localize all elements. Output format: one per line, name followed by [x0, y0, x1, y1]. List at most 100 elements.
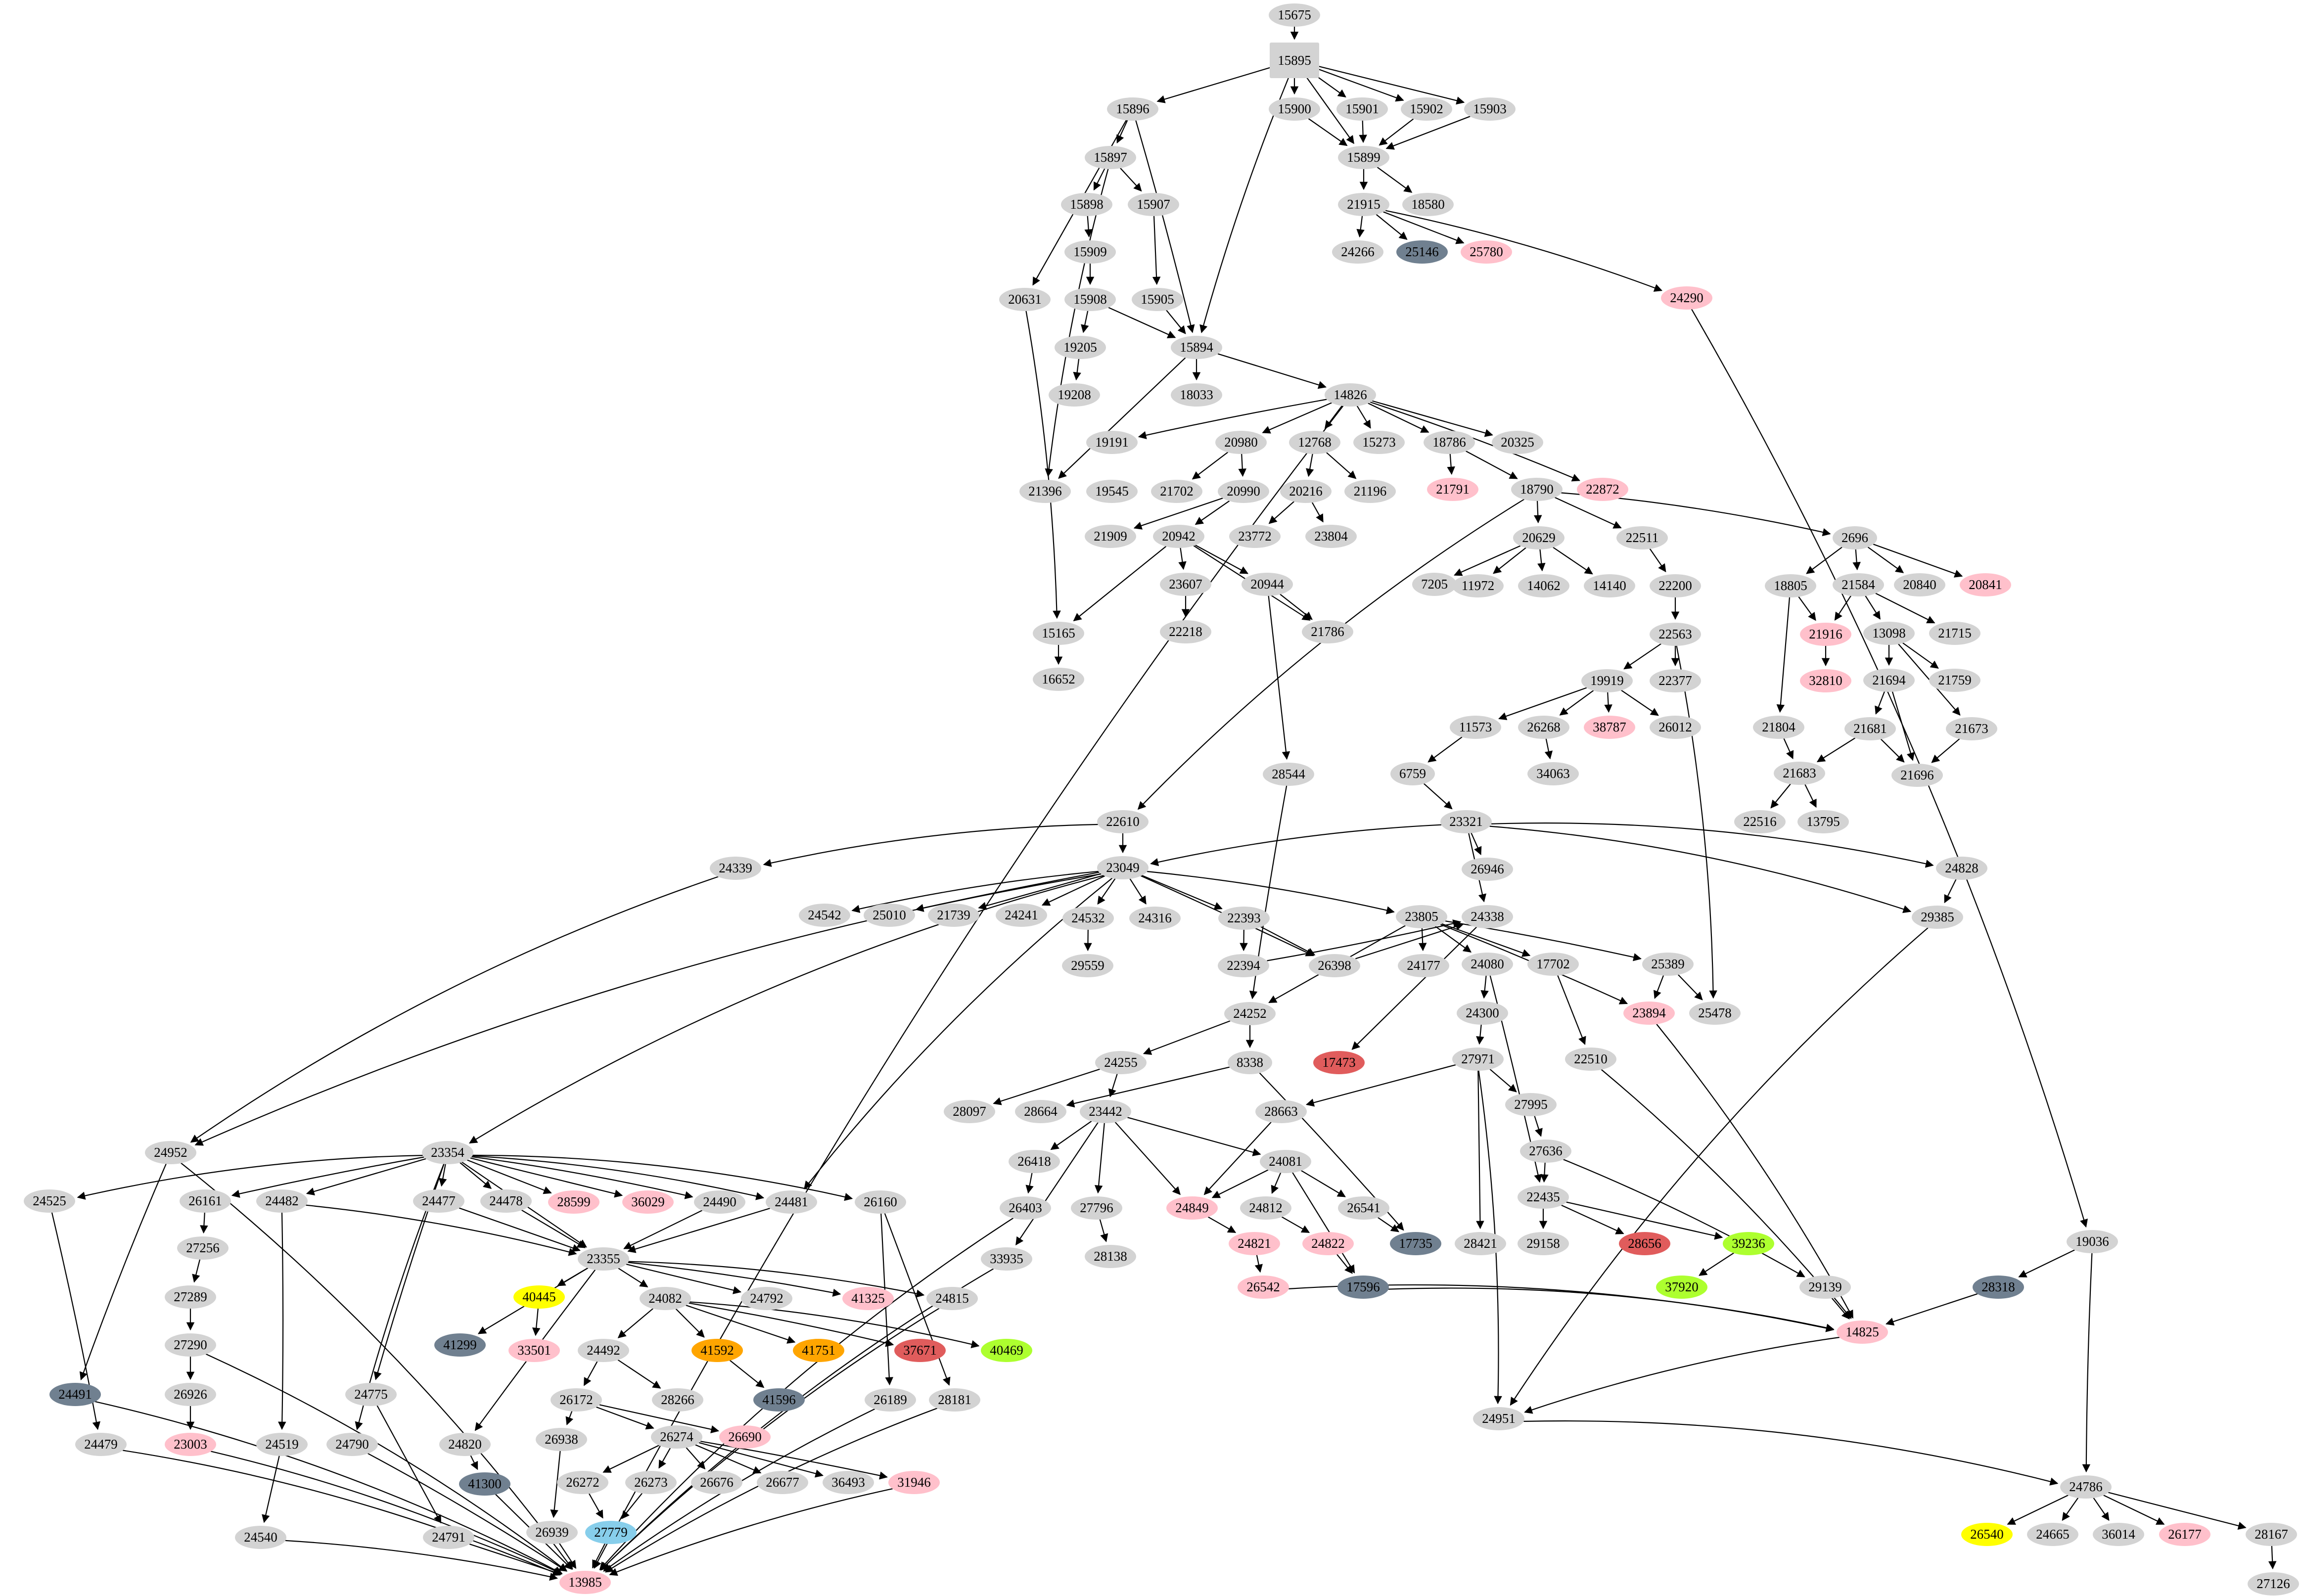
node-25780: 25780	[1461, 240, 1512, 264]
edge-23354-26160	[472, 1154, 853, 1201]
edge-27290-13985	[205, 1353, 568, 1572]
edge-26418-26403	[1025, 1173, 1034, 1194]
node-26677: 26677	[757, 1470, 808, 1494]
edge-21915-25780	[1383, 211, 1465, 244]
edge-24791-13985	[469, 1543, 562, 1576]
node-26161: 26161	[180, 1189, 231, 1213]
edge-23442-27796	[1094, 1123, 1105, 1194]
node-22218: 22218	[1160, 620, 1211, 643]
node-21683: 21683	[1774, 761, 1825, 785]
edge-23805-24177	[1418, 928, 1427, 952]
node-17473: 17473	[1313, 1050, 1365, 1074]
edge-6759-23321	[1423, 783, 1453, 810]
node-18033: 18033	[1171, 383, 1222, 407]
node-21804: 21804	[1753, 715, 1804, 739]
edge-27971-27995	[1489, 1068, 1517, 1093]
edge-20629-14062	[1537, 549, 1546, 572]
edge-22435-39236	[1566, 1201, 1723, 1240]
node-24252: 24252	[1224, 1002, 1276, 1025]
node-28664: 28664	[1015, 1099, 1066, 1123]
node-40445: 40445	[513, 1285, 565, 1309]
node-26676: 26676	[691, 1470, 742, 1494]
node-25146: 25146	[1396, 240, 1448, 264]
edge-14826-20980	[1262, 402, 1332, 434]
edge-24820-41300	[470, 1455, 478, 1470]
edge-21915-25146	[1376, 214, 1408, 240]
node-24542: 24542	[799, 903, 850, 927]
edge-20942-15165	[1073, 546, 1167, 622]
edge-18786-21791	[1447, 454, 1455, 475]
edge-27256-27289	[192, 1259, 201, 1283]
node-26189: 26189	[865, 1388, 916, 1412]
node-24177: 24177	[1398, 954, 1449, 977]
edge-27995-27636	[1534, 1115, 1543, 1137]
edge-15896-15894	[1135, 120, 1195, 333]
edge-25389-23894	[1654, 975, 1664, 999]
node-26403: 26403	[1000, 1196, 1051, 1220]
node-21916: 21916	[1800, 622, 1851, 646]
edge-23049-21739	[978, 873, 1102, 910]
node-7205: 7205	[1412, 572, 1457, 596]
edge-17702-22510	[1557, 975, 1586, 1045]
node-15898: 15898	[1061, 192, 1112, 216]
edge-18790-20629	[1533, 501, 1542, 524]
node-14825: 14825	[1837, 1320, 1888, 1344]
node-24482: 24482	[256, 1189, 308, 1213]
node-36014: 36014	[2093, 1522, 2144, 1546]
node-24786: 24786	[2060, 1475, 2112, 1499]
node-21759: 21759	[1929, 668, 1980, 692]
edge-24478-23355	[521, 1209, 586, 1248]
node-26160: 26160	[855, 1190, 906, 1214]
node-15909: 15909	[1064, 240, 1116, 264]
edge-24821-26542	[1254, 1255, 1263, 1273]
node-24316: 24316	[1129, 906, 1181, 930]
node-22872: 22872	[1577, 477, 1628, 501]
edge-24491-13985	[95, 1401, 563, 1574]
edge-12768-20216	[1306, 454, 1314, 477]
edge-26274-31946	[700, 1441, 888, 1480]
edge-20629-14140	[1553, 547, 1593, 575]
node-11573: 11573	[1450, 715, 1501, 739]
edge-23321-29385	[1489, 825, 1912, 913]
edge-21915-24290	[1385, 210, 1663, 292]
edge-23354-24525	[77, 1155, 423, 1200]
node-15900: 15900	[1269, 97, 1320, 121]
node-24080: 24080	[1462, 952, 1513, 976]
node-24478: 24478	[480, 1189, 532, 1213]
edge-23321-26946	[1471, 832, 1482, 856]
edge-15907-15905	[1152, 216, 1161, 285]
node-17702: 17702	[1527, 952, 1579, 976]
node-21915: 21915	[1338, 192, 1389, 216]
node-22377: 22377	[1650, 669, 1701, 692]
node-24792: 24792	[741, 1286, 792, 1310]
edge-23354-28599	[466, 1159, 552, 1194]
edge-23354-24482	[306, 1158, 426, 1196]
node-15899: 15899	[1338, 145, 1389, 169]
node-16652: 16652	[1033, 667, 1084, 691]
edge-23894-14825	[1656, 1023, 1854, 1319]
node-14062: 14062	[1518, 574, 1569, 597]
edge-24849-24821	[1207, 1216, 1237, 1233]
edge-33935-13985	[600, 1268, 994, 1571]
edge-15895-15899	[1305, 76, 1354, 144]
node-26272: 26272	[557, 1470, 608, 1494]
edge-24082-37671	[689, 1302, 894, 1347]
edge-18805-21916	[1798, 596, 1816, 621]
node-13985: 13985	[559, 1570, 611, 1594]
edge-20990-21909	[1133, 498, 1223, 530]
node-15895: 15895	[1270, 43, 1319, 78]
edge-2696-18805	[1806, 547, 1842, 574]
edge-20944-21786	[1280, 593, 1313, 620]
node-18805: 18805	[1765, 574, 1816, 597]
node-15273: 15273	[1353, 430, 1405, 454]
node-15905: 15905	[1132, 287, 1183, 311]
edge-23805-24080	[1434, 926, 1472, 953]
node-24849: 24849	[1166, 1196, 1218, 1220]
node-21196: 21196	[1344, 479, 1396, 503]
node-20840: 20840	[1894, 573, 1945, 596]
node-23354: 23354	[422, 1140, 473, 1164]
node-22200: 22200	[1650, 574, 1701, 597]
edge-24822-17596	[1336, 1254, 1353, 1274]
edge-21681-21696	[1880, 738, 1905, 763]
edge-20216-23772	[1268, 501, 1295, 524]
